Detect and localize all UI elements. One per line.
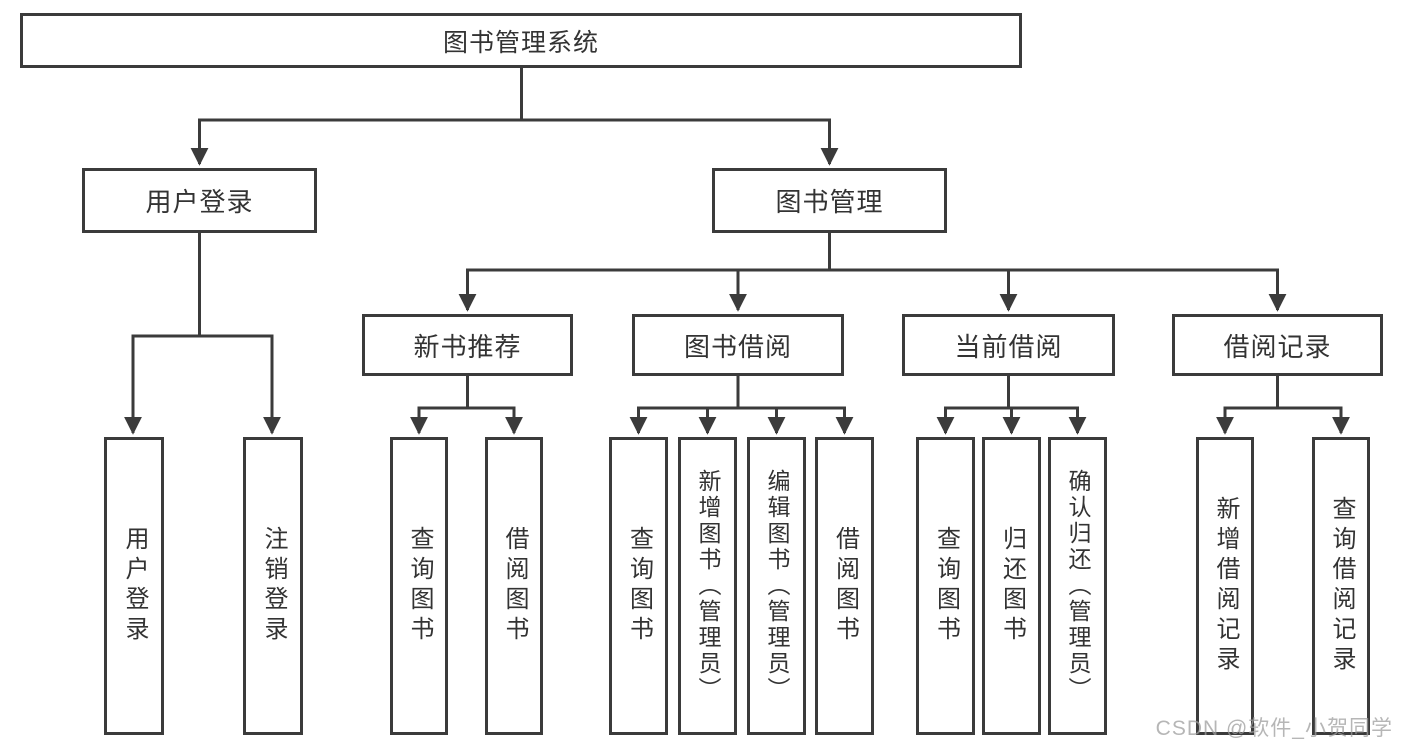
node-current-borrowing-label: 当前借阅 xyxy=(954,331,1063,362)
leaf-query-books-recommend-label: 查询图书 xyxy=(406,526,433,646)
leaf-add-borrow-record: 新增借阅记录 xyxy=(1196,437,1254,735)
leaf-user-login: 用户登录 xyxy=(104,437,164,735)
node-book-management: 图书管理 xyxy=(712,168,947,233)
leaf-confirm-return-admin: 确认归还（管理员） xyxy=(1048,437,1107,735)
leaf-add-books-admin-label: 新增图书（管理员） xyxy=(695,469,721,703)
leaf-query-borrow-record: 查询借阅记录 xyxy=(1312,437,1370,735)
leaf-confirm-return-admin-label: 确认归还（管理员） xyxy=(1065,469,1091,703)
leaf-edit-books-admin-label: 编辑图书（管理员） xyxy=(764,469,790,703)
leaf-query-books-current-label: 查询图书 xyxy=(932,526,960,646)
leaf-query-books-borrow-label: 查询图书 xyxy=(625,526,653,646)
node-new-book-recommendation-label: 新书推荐 xyxy=(413,331,522,362)
node-library-system: 图书管理系统 xyxy=(20,13,1022,68)
node-new-book-recommendation: 新书推荐 xyxy=(362,314,573,376)
leaf-query-borrow-record-label: 查询借阅记录 xyxy=(1328,496,1355,676)
leaf-return-books-label: 归还图书 xyxy=(998,526,1026,646)
leaf-add-books-admin: 新增图书（管理员） xyxy=(678,437,737,735)
leaf-logout: 注销登录 xyxy=(243,437,303,735)
leaf-borrow-books-label: 借阅图书 xyxy=(831,526,859,646)
node-user-login: 用户登录 xyxy=(82,168,317,233)
leaf-borrow-books-recommend-label: 借阅图书 xyxy=(501,526,528,646)
leaf-user-login-label: 用户登录 xyxy=(121,526,148,646)
leaf-query-books-borrow: 查询图书 xyxy=(609,437,668,735)
node-book-management-label: 图书管理 xyxy=(775,187,884,217)
leaf-logout-label: 注销登录 xyxy=(260,526,287,646)
leaf-return-books: 归还图书 xyxy=(982,437,1041,735)
node-borrowing-records-label: 借阅记录 xyxy=(1223,331,1332,362)
node-current-borrowing: 当前借阅 xyxy=(902,314,1115,376)
node-book-borrowing: 图书借阅 xyxy=(632,314,844,376)
leaf-borrow-books: 借阅图书 xyxy=(815,437,874,735)
leaf-edit-books-admin: 编辑图书（管理员） xyxy=(747,437,806,735)
watermark-text: CSDN @软件_小贺同学 xyxy=(1155,717,1393,740)
leaf-borrow-books-recommend: 借阅图书 xyxy=(485,437,543,735)
leaf-query-books-current: 查询图书 xyxy=(916,437,975,735)
node-user-login-label: 用户登录 xyxy=(145,187,254,217)
node-book-borrowing-label: 图书借阅 xyxy=(683,331,792,362)
leaf-query-books-recommend: 查询图书 xyxy=(390,437,448,735)
node-borrowing-records: 借阅记录 xyxy=(1172,314,1383,376)
node-library-system-label: 图书管理系统 xyxy=(442,28,599,57)
leaf-add-borrow-record-label: 新增借阅记录 xyxy=(1212,496,1239,676)
